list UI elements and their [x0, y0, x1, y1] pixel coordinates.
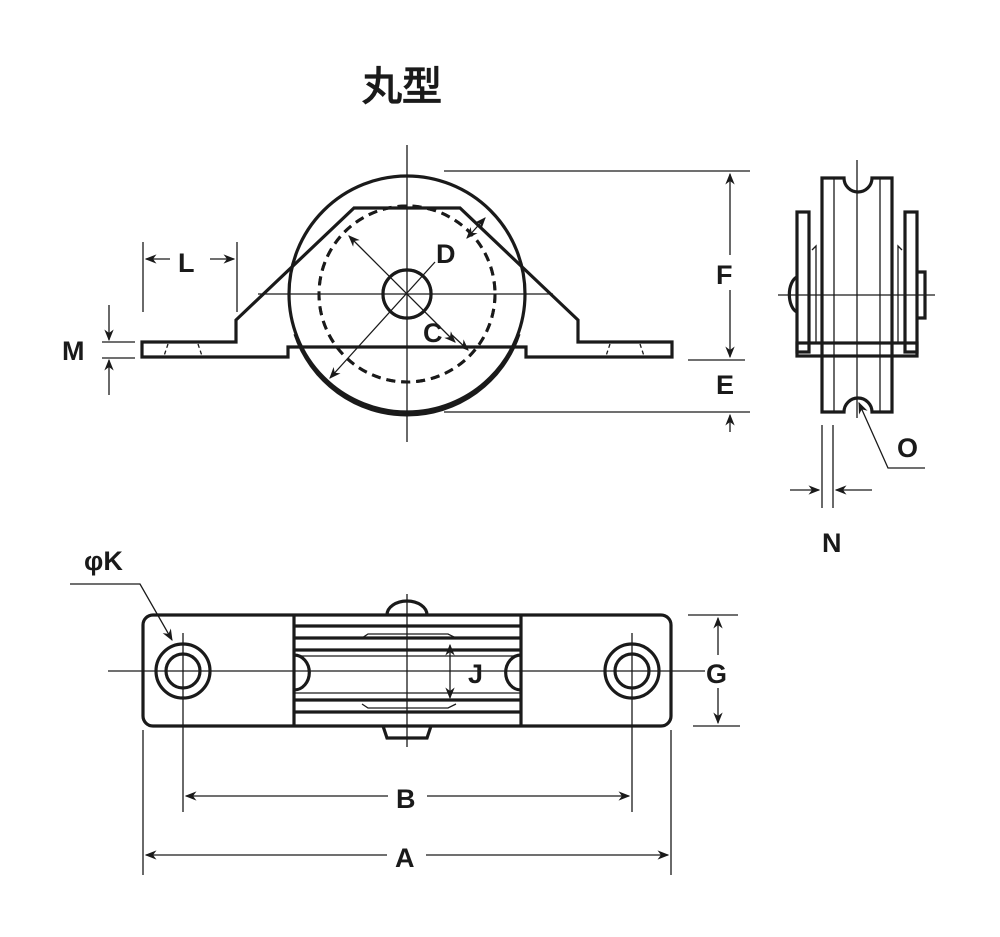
rim-dimension-line [466, 217, 486, 239]
label-c: C [423, 318, 443, 348]
front-view: D C L M F E [62, 145, 750, 442]
side-right-spacer [897, 244, 903, 342]
side-left-wall [795, 210, 811, 354]
dimension-d-line [348, 235, 456, 343]
label-l: L [178, 248, 195, 278]
dimension-c-arrow [451, 334, 469, 351]
top-arc-right [504, 653, 522, 692]
k-leader [70, 583, 173, 642]
drawing-title: 丸型 [361, 64, 442, 110]
side-left-spacer [811, 244, 817, 342]
label-f: F [716, 260, 733, 290]
label-k: φK [84, 546, 123, 576]
left-hole-hidden [163, 343, 203, 357]
label-j: J [468, 659, 483, 689]
label-g: G [706, 659, 727, 689]
top-hub-lower [361, 703, 457, 709]
o-leader [858, 401, 925, 469]
label-d: D [436, 239, 456, 269]
label-o: O [897, 433, 918, 463]
label-b: B [396, 784, 416, 814]
label-a: A [395, 843, 415, 873]
right-hole-hidden [605, 343, 645, 357]
dimension-c-line [329, 261, 436, 379]
side-view: O N [778, 160, 935, 558]
top-hub-upper [361, 633, 457, 639]
label-n: N [822, 528, 842, 558]
side-wheel [820, 176, 894, 414]
bracket-outline [140, 206, 674, 359]
label-m: M [62, 336, 85, 366]
top-arc-left [293, 653, 311, 692]
label-e: E [716, 370, 734, 400]
top-view: φK J G B A [70, 546, 740, 875]
side-right-wall [903, 210, 919, 354]
